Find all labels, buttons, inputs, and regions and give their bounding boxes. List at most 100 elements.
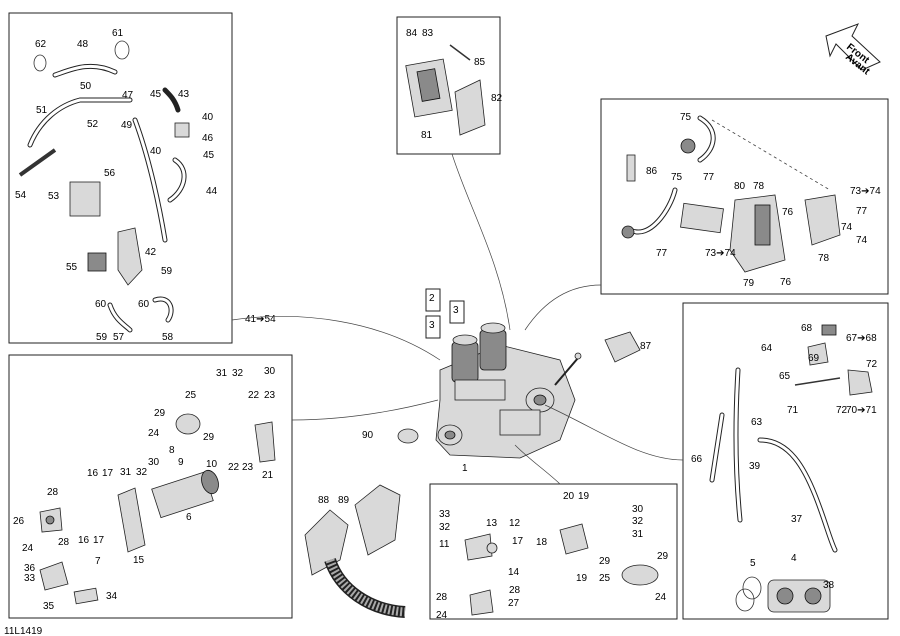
part-callout-label: 23 — [242, 462, 254, 473]
part-callout-label: 31 — [120, 467, 132, 478]
part-callout-label: 15 — [133, 555, 145, 566]
part-callout-label: 25 — [599, 573, 611, 584]
part-callout-label: 25 — [185, 390, 197, 401]
ecm-module — [405, 44, 486, 136]
part-callout-label: 72 — [866, 359, 878, 370]
part-callout-label: 24 — [148, 428, 160, 439]
part-callout-label: 59 — [96, 332, 108, 343]
part-callout-label: 78 — [753, 181, 765, 192]
part-callout-label: 46 — [202, 133, 214, 144]
part-callout-label: 38 — [823, 580, 835, 591]
part-callout-label: 83 — [422, 28, 434, 39]
part-callout-label: 59 — [161, 266, 173, 277]
part-callout-label: 69 — [808, 353, 820, 364]
part-callout-label: 88 — [318, 495, 330, 506]
ignition-parts — [621, 115, 841, 273]
part-87 — [604, 331, 641, 363]
part-callout-label: 31 — [216, 368, 228, 379]
panel-exhaust — [682, 302, 889, 620]
part-callout-label: 30 — [148, 457, 160, 468]
part-callout-label: 90 — [362, 430, 374, 441]
part-callout-label: 32 — [439, 522, 451, 533]
part-callout-label: 19 — [576, 573, 588, 584]
part-callout-label: 36 — [24, 563, 36, 574]
part-callout-label: 17 — [93, 535, 105, 546]
part-callout-label: 55 — [66, 262, 78, 273]
part-callout-label: 29 — [203, 432, 215, 443]
part-callout-label: 23 — [264, 390, 276, 401]
part-callout-label: 31 — [632, 529, 644, 540]
part-callout-label: 19 — [578, 491, 590, 502]
part-callout-label: 27 — [508, 598, 520, 609]
part-callout-label: 32 — [632, 516, 644, 527]
part-callout-label: 33 — [24, 573, 36, 584]
part-callout-label: 5 — [750, 558, 756, 569]
part-callout-label: 85 — [474, 57, 486, 68]
part-callout-label: 47 — [122, 90, 134, 101]
part-callout-label: 73➔74 — [705, 248, 736, 259]
part-callout-label: 17 — [102, 468, 114, 479]
part-callout-label: 79 — [743, 278, 755, 289]
part-callout-label: 14 — [508, 567, 520, 578]
part-callout-label: 17 — [512, 536, 524, 547]
panel-electronics — [396, 16, 501, 155]
part-callout-label: 45 — [150, 89, 162, 100]
part-callout-label: 66 — [691, 454, 703, 465]
part-callout-label: 6 — [186, 512, 192, 523]
part-callout-label: 9 — [178, 457, 184, 468]
part-callout-label: 40 — [150, 146, 162, 157]
part-callout-label: 26 — [13, 516, 25, 527]
part-callout-label: 16 — [87, 468, 99, 479]
panel-engine-mounts — [429, 483, 678, 620]
ref-callout-41-54: 41➔54 — [245, 314, 276, 325]
part-callout-label: 78 — [818, 253, 830, 264]
belt-guard-covers — [304, 484, 406, 618]
part-callout-label: 86 — [646, 166, 658, 177]
top-left-parts — [18, 40, 190, 333]
part-callout-label: 54 — [15, 190, 27, 201]
part-callout-label: 75 — [671, 172, 683, 183]
part-callout-label: 76 — [780, 277, 792, 288]
panel-ignition — [600, 98, 889, 295]
part-callout-label: 43 — [178, 89, 190, 100]
part-callout-label: 68 — [801, 323, 813, 334]
part-callout-label: 24 — [436, 610, 448, 621]
part-callout-label: 24 — [22, 543, 34, 554]
part-callout-label: 70➔71 — [846, 405, 877, 416]
part-callout-label: 45 — [203, 150, 215, 161]
part-callout-label: 28 — [58, 537, 70, 548]
part-callout-label: 28 — [47, 487, 59, 498]
part-callout-label: 53 — [48, 191, 60, 202]
engine-mount-parts — [464, 523, 659, 616]
part-callout-label: 16 — [78, 535, 90, 546]
exhaust-parts — [709, 324, 873, 613]
part-callout-label: 71 — [787, 405, 799, 416]
part-callout-label: 3 — [429, 320, 435, 331]
part-callout-label: 77 — [656, 248, 668, 259]
plug-90 — [397, 428, 419, 444]
part-callout-label: 60 — [95, 299, 107, 310]
part-callout-label: 20 — [563, 491, 575, 502]
part-callout-label: 39 — [749, 461, 761, 472]
part-callout-label: 84 — [406, 28, 418, 39]
part-callout-label: 74 — [841, 222, 853, 233]
part-callout-label: 28 — [436, 592, 448, 603]
panel-starter — [8, 354, 293, 619]
part-callout-label: 65 — [779, 371, 791, 382]
part-callout-label: 56 — [104, 168, 116, 179]
part-callout-label: 34 — [106, 591, 118, 602]
part-callout-label: 29 — [657, 551, 669, 562]
part-callout-label: 30 — [632, 504, 644, 515]
part-callout-label: 87 — [640, 341, 652, 352]
part-callout-label: 18 — [536, 537, 548, 548]
part-callout-label: 80 — [734, 181, 746, 192]
engine-block — [435, 322, 582, 459]
part-callout-label: 2 — [429, 293, 435, 304]
part-callout-label: 8 — [169, 445, 175, 456]
part-callout-label: 35 — [43, 601, 55, 612]
part-callout-label: 30 — [264, 366, 276, 377]
part-callout-label: 12 — [509, 518, 521, 529]
part-callout-label: 10 — [206, 459, 218, 470]
part-callout-label: 57 — [113, 332, 125, 343]
